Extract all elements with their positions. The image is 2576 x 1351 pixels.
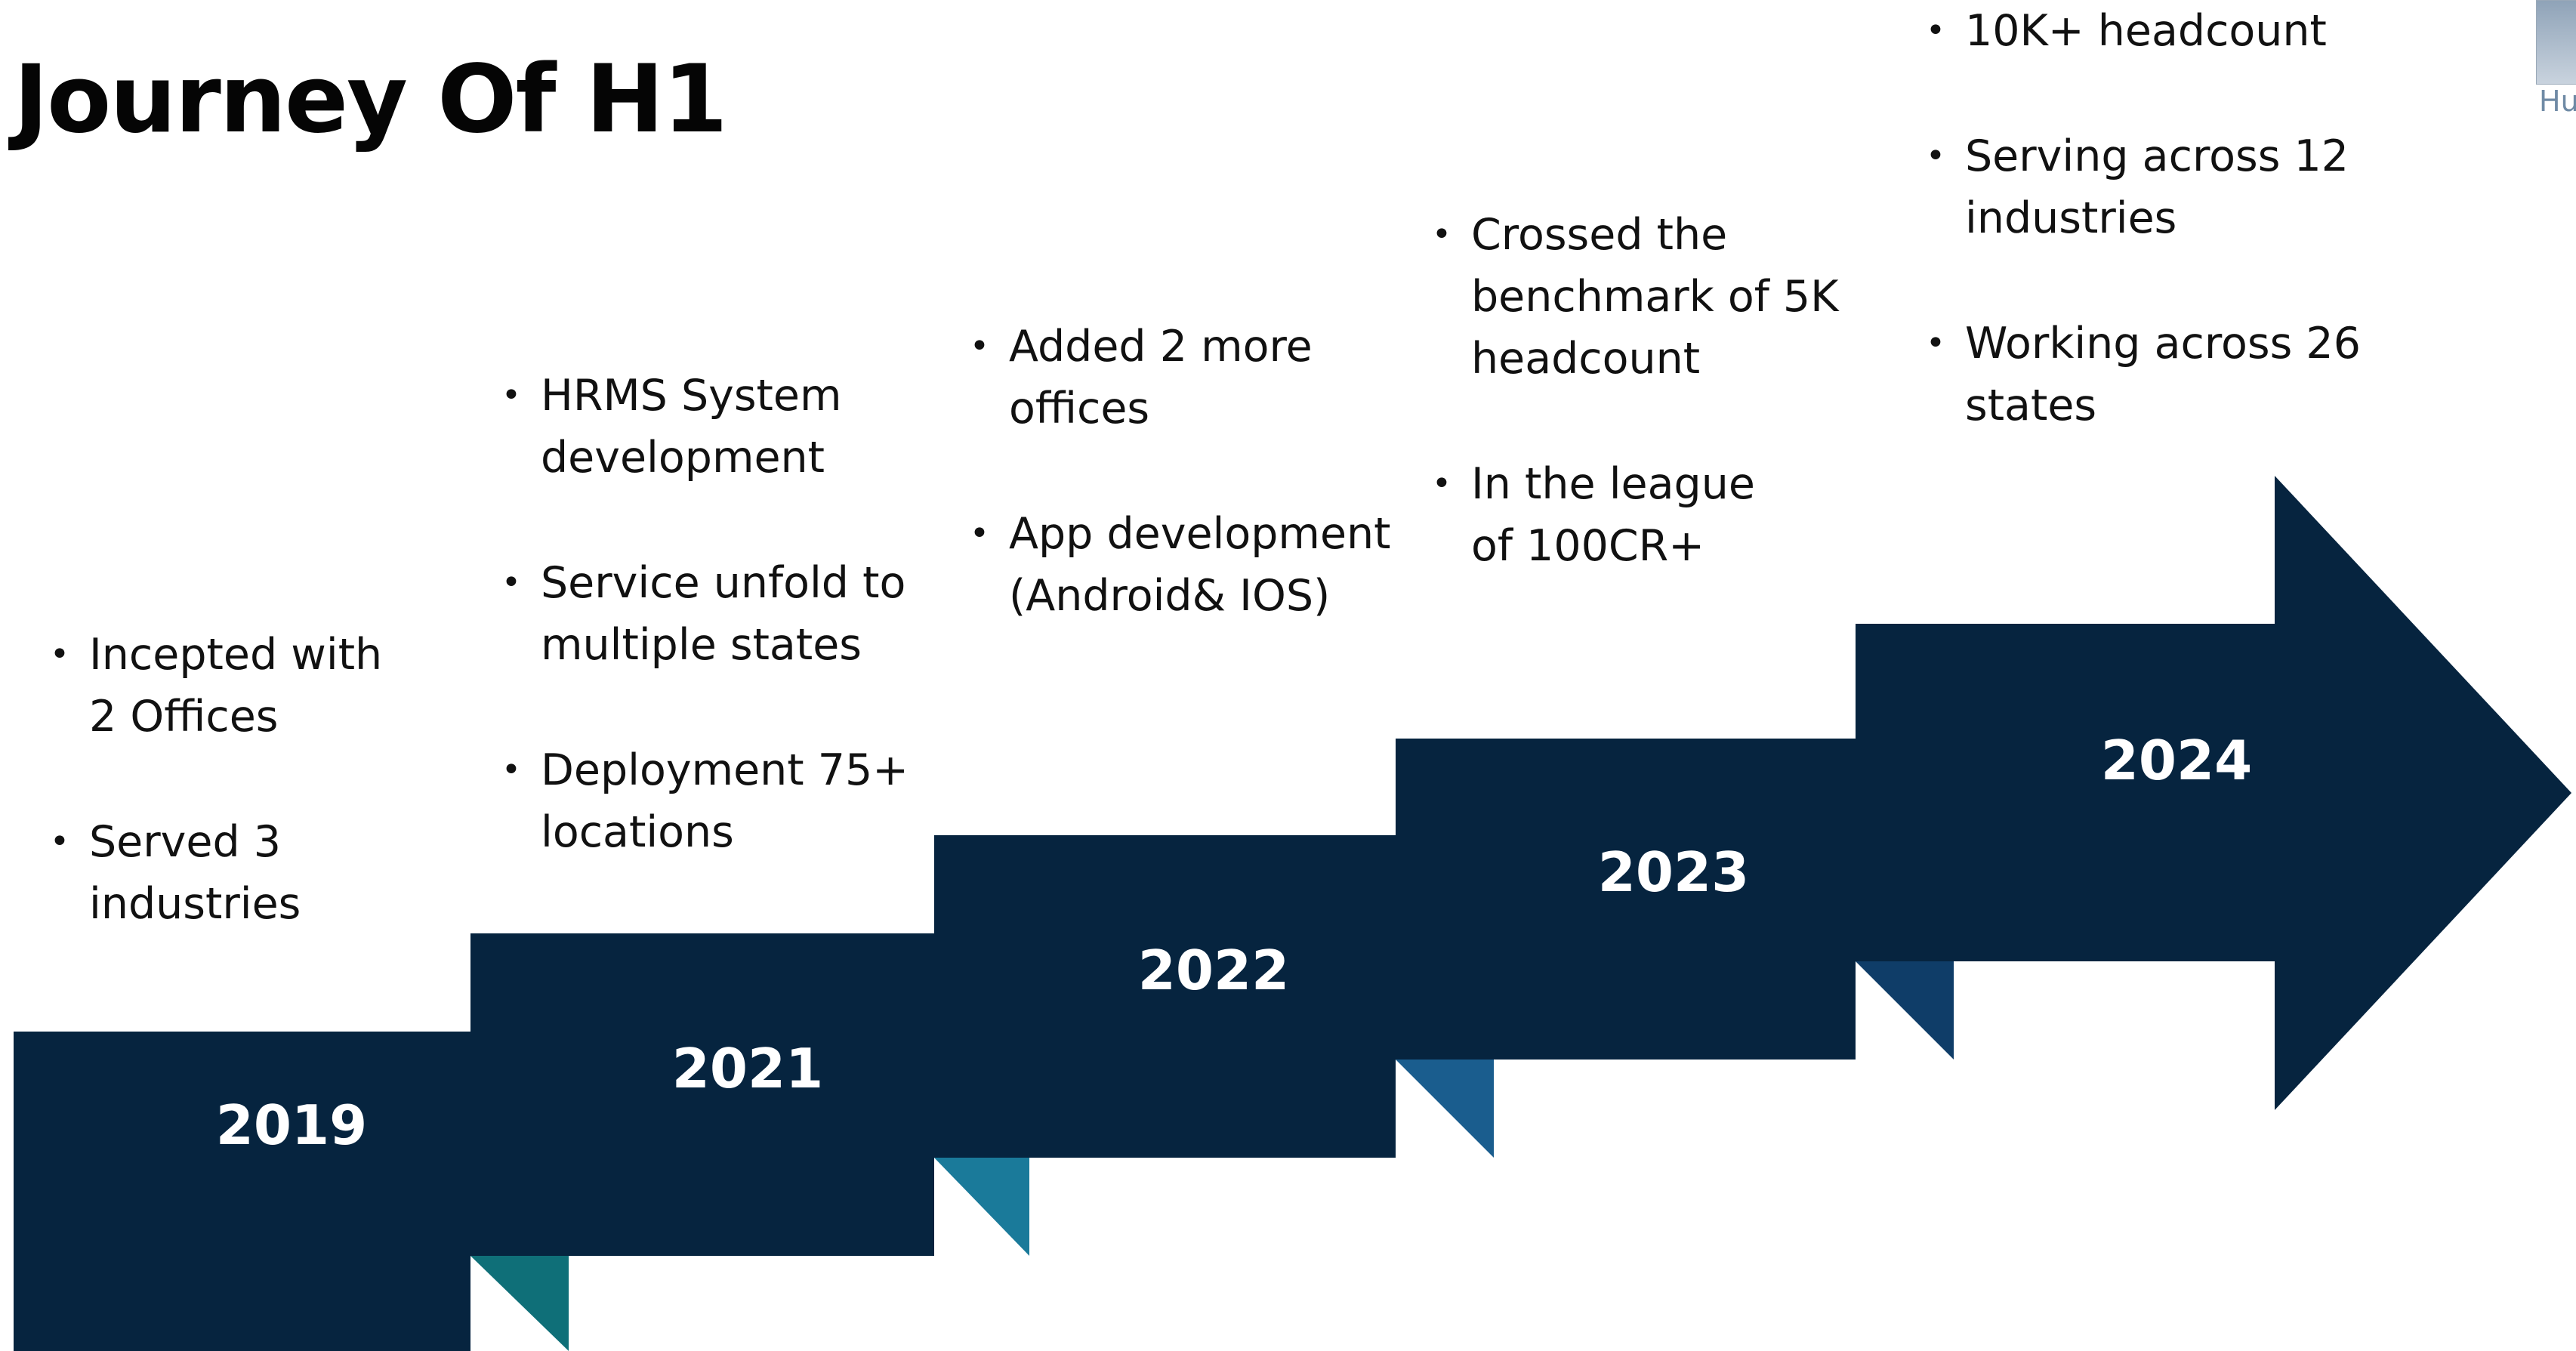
bullet-text: Crossed the benchmark of 5K headcount [1471,210,1839,384]
milestone-2022-points: Added 2 more offices App development (An… [970,316,1391,627]
list-item: Working across 26 states [1926,313,2361,436]
year-label-2022: 2022 [1137,939,1290,1002]
thumbnail-label: Hu [2539,85,2576,118]
list-item: App development (Android& IOS) [970,503,1391,627]
list-item: Added 2 more offices [970,316,1391,440]
bullet-text: 10K+ headcount [1965,6,2327,56]
step-fold-2022 [1396,1060,1494,1158]
page-title: Journey Of H1 [14,45,728,154]
year-label-2021: 2021 [671,1037,824,1100]
year-label-2023: 2023 [1597,841,1750,904]
bullet-text: In the league of 100CR+ [1471,459,1755,571]
milestone-2021-points: HRMS System development Service unfold t… [501,365,909,863]
list-item: In the league of 100CR+ [1432,453,1839,577]
list-item: Crossed the benchmark of 5K headcount [1432,204,1839,390]
bullet-text: App development (Android& IOS) [1009,509,1391,621]
bullet-text: Incepted with 2 Offices [89,630,383,742]
bullet-text: Service unfold to multiple states [541,558,906,670]
step-fold-2021 [934,1158,1029,1256]
step-fold-2023 [1856,961,1954,1060]
corner-thumbnail[interactable]: Hu [2536,0,2576,121]
bullet-text: Served 3 industries [89,817,301,929]
year-label-2024: 2024 [2100,729,2253,792]
step-2021 [470,933,934,1256]
list-item: Served 3 industries [50,811,382,935]
bullet-text: Added 2 more offices [1009,322,1313,433]
bullet-text: Working across 26 states [1965,319,2361,430]
milestone-2023-points: Crossed the benchmark of 5K headcount In… [1432,204,1839,577]
milestone-2019-points: Incepted with 2 Offices Served 3 industr… [50,624,382,935]
list-item: HRMS System development [501,365,909,489]
list-item: Deployment 75+ locations [501,739,909,863]
list-item: Incepted with 2 Offices [50,624,382,748]
list-item: Serving across 12 industries [1926,125,2361,249]
arrow-2024 [1856,476,2571,1110]
list-item: 10K+ headcount [1926,0,2361,62]
step-fold-2019 [470,1256,569,1351]
bullet-text: Serving across 12 industries [1965,131,2349,243]
step-2022 [934,835,1396,1158]
year-label-2019: 2019 [215,1093,368,1157]
bullet-text: HRMS System development [541,371,842,483]
bullet-text: Deployment 75+ locations [541,745,909,857]
milestone-2024-points: 10K+ headcount Serving across 12 industr… [1926,0,2361,436]
step-2019 [14,1032,470,1351]
step-2023 [1396,739,1856,1060]
list-item: Service unfold to multiple states [501,552,909,676]
thumbnail-icon [2536,0,2576,85]
